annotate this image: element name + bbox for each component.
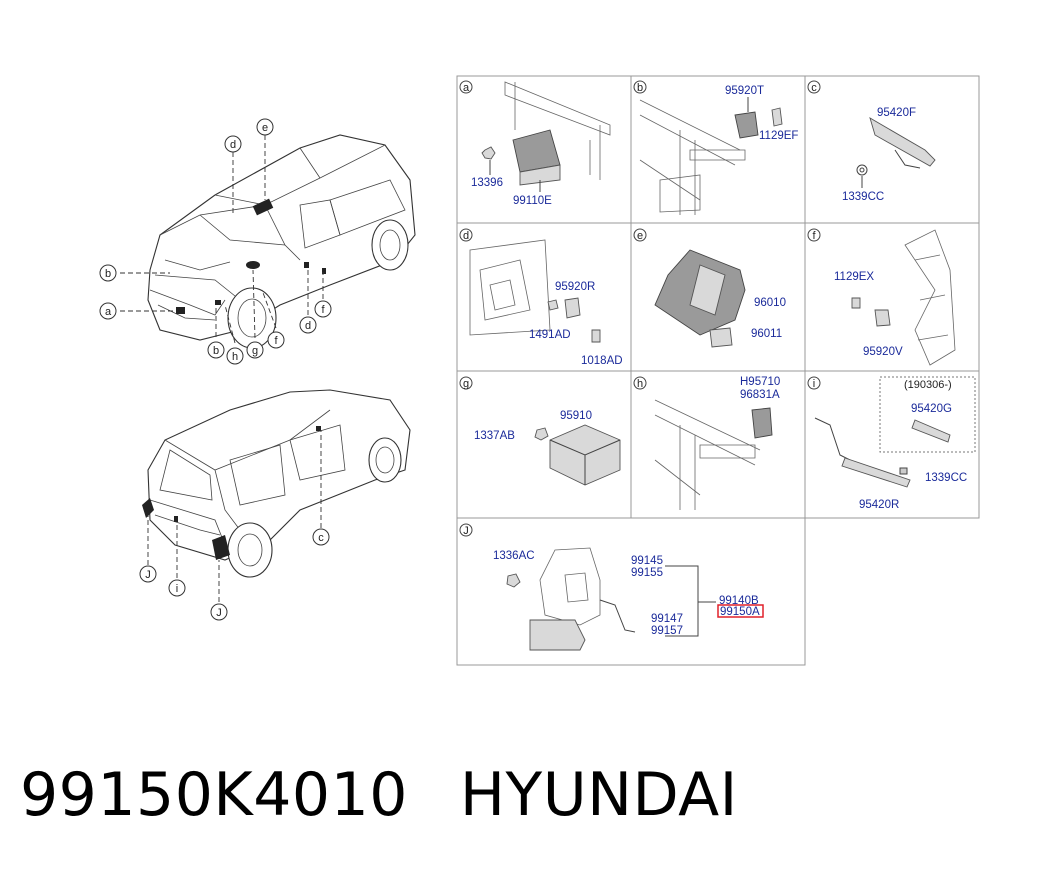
svg-text:1339CC: 1339CC [925, 472, 967, 484]
caption-brand: HYUNDAI [459, 760, 738, 830]
detail-grid [456, 75, 980, 666]
svg-text:f: f [321, 304, 325, 316]
svg-text:99155: 99155 [631, 567, 663, 579]
svg-text:13396: 13396 [471, 177, 503, 189]
svg-text:J: J [463, 525, 469, 537]
svg-text:1129EF: 1129EF [759, 130, 798, 142]
callout-leaders-rear [147, 430, 322, 602]
callouts: d e b a d f b h g f c J i J [99, 118, 332, 621]
svg-text:f: f [274, 335, 278, 347]
car-rear-view [142, 389, 411, 578]
svg-text:95420G: 95420G [911, 403, 952, 415]
cell-c: c 95420F 1339CC [807, 80, 936, 203]
svg-text:99150A: 99150A [720, 606, 760, 618]
cell-g: g 1337AB 95910 [459, 376, 621, 486]
cell-i: i (190306-) 95420G 1339CC 95420R [807, 376, 976, 511]
svg-text:95920T: 95920T [725, 85, 764, 97]
svg-text:a: a [463, 82, 470, 94]
svg-text:1491AD: 1491AD [529, 329, 571, 341]
caption: 99150K4010 HYUNDAI [20, 760, 738, 830]
callout-J-rear-2: J [210, 603, 228, 621]
svg-text:i: i [176, 583, 178, 595]
callout-f-top-2: f [314, 300, 332, 318]
svg-text:99147: 99147 [651, 613, 683, 625]
svg-text:1337AB: 1337AB [474, 430, 515, 442]
cell-a: a 13396 99110E [459, 80, 611, 207]
cell-f: f 1129EX 95920V [807, 228, 956, 366]
svg-text:1129EX: 1129EX [834, 271, 874, 283]
callout-d-top: d [224, 135, 242, 153]
svg-text:e: e [637, 230, 643, 242]
svg-text:1339CC: 1339CC [842, 191, 884, 203]
svg-text:d: d [230, 139, 236, 151]
svg-text:96011: 96011 [751, 328, 782, 340]
cell-d: d 95920R 1491AD 1018AD [459, 228, 623, 367]
svg-text:J: J [145, 569, 151, 581]
cell-e: e 96010 96011 [633, 228, 786, 348]
svg-text:f: f [812, 230, 816, 242]
svg-text:c: c [318, 532, 324, 544]
car-front-view [147, 134, 416, 349]
callout-b-top: b [99, 264, 117, 282]
svg-text:(190306-): (190306-) [904, 379, 952, 391]
svg-text:b: b [213, 345, 219, 357]
svg-text:e: e [262, 122, 268, 134]
svg-text:i: i [813, 378, 815, 390]
cell-h: h H95710 96831A [633, 376, 780, 510]
svg-text:95420F: 95420F [877, 107, 916, 119]
svg-text:J: J [216, 607, 222, 619]
svg-text:1018AD: 1018AD [581, 355, 623, 367]
svg-text:c: c [811, 82, 817, 94]
callout-J-rear: J [139, 565, 157, 583]
callout-leaders-front [120, 135, 324, 344]
svg-text:95910: 95910 [560, 410, 592, 422]
callout-g-top: g [246, 341, 264, 359]
svg-text:99140B: 99140B [719, 595, 759, 607]
svg-text:99145: 99145 [631, 555, 663, 567]
svg-text:g: g [463, 378, 469, 390]
callout-a-top: a [99, 302, 117, 320]
svg-text:99157: 99157 [651, 625, 683, 637]
parts-diagram: d e b a d f b h g f c J i J a 13396 9911… [99, 75, 980, 666]
cell-J: J 1336AC 99145 99155 99147 99157 99140B … [459, 523, 764, 651]
svg-text:a: a [105, 306, 112, 318]
callout-b-top-2: b [207, 341, 225, 359]
svg-text:d: d [305, 320, 311, 332]
svg-text:b: b [105, 268, 111, 280]
svg-text:95420R: 95420R [859, 499, 899, 511]
svg-text:95920V: 95920V [863, 346, 903, 358]
svg-text:g: g [252, 345, 258, 357]
svg-text:99110E: 99110E [513, 195, 552, 207]
svg-text:H95710: H95710 [740, 376, 780, 388]
svg-text:h: h [637, 378, 643, 390]
callout-e-top: e [256, 118, 274, 136]
cell-b: b 95920T 1129EF [633, 80, 798, 215]
svg-text:d: d [463, 230, 469, 242]
callout-c-rear: c [312, 528, 330, 546]
svg-text:h: h [232, 351, 238, 363]
svg-text:96010: 96010 [754, 297, 786, 309]
caption-part-number: 99150K4010 [20, 760, 408, 830]
callout-h-top: h [226, 347, 244, 365]
svg-text:95920R: 95920R [555, 281, 595, 293]
svg-text:1336AC: 1336AC [493, 550, 535, 562]
svg-text:b: b [637, 82, 643, 94]
callout-i-rear: i [168, 579, 186, 597]
callout-f-top: f [267, 331, 285, 349]
callout-d-top-2: d [299, 316, 317, 334]
highlighted-part[interactable]: 99150A [717, 604, 764, 618]
svg-text:96831A: 96831A [740, 389, 780, 401]
